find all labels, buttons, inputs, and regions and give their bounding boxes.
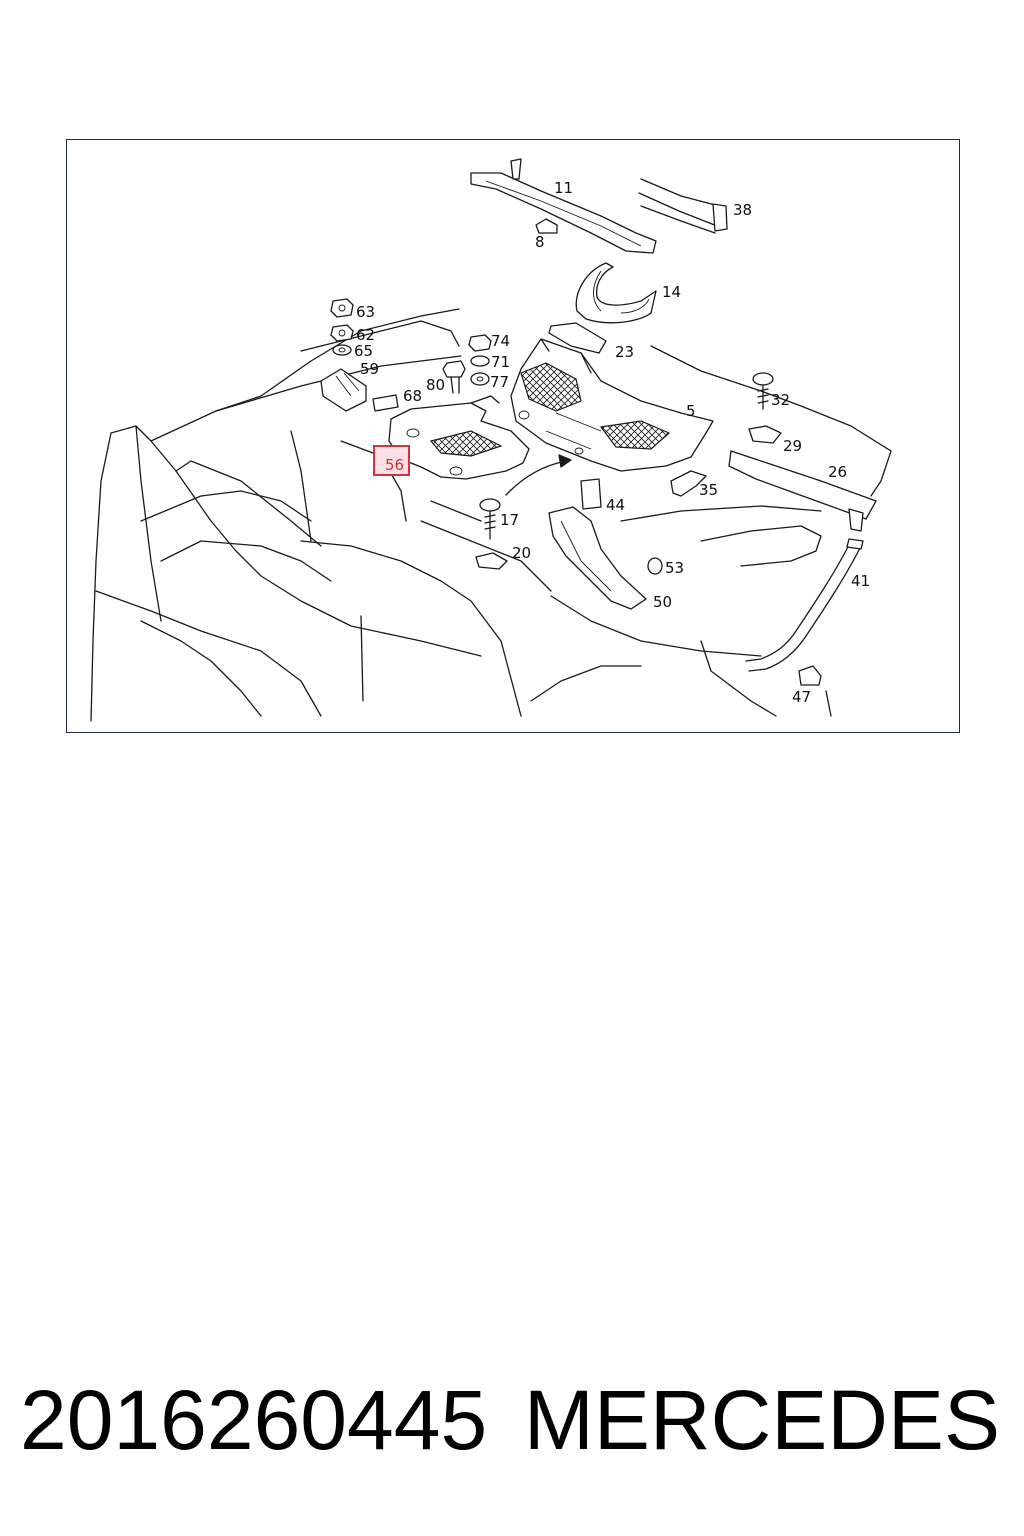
exploded-parts-diagram: 11 38 8 14 63 62 65 59 74 71 77 80 68 23… xyxy=(90,158,892,722)
part-8-clip xyxy=(535,218,558,234)
callout-35: 35 xyxy=(699,481,718,499)
callout-20: 20 xyxy=(512,544,531,562)
part-26-strip xyxy=(728,450,877,532)
callout-71: 71 xyxy=(491,353,510,371)
callout-labels: 11 38 8 14 63 62 65 59 74 71 77 80 68 23… xyxy=(354,179,870,706)
part-number: 2016260445 xyxy=(20,1373,488,1467)
callout-32: 32 xyxy=(771,391,790,409)
callout-11: 11 xyxy=(554,179,573,197)
callout-50: 50 xyxy=(653,593,672,611)
callout-38: 38 xyxy=(733,201,752,219)
part-41-hose xyxy=(745,538,864,672)
part-23-bracket xyxy=(548,322,607,354)
callout-59: 59 xyxy=(360,360,379,378)
callout-26: 26 xyxy=(828,463,847,481)
part-29-clip xyxy=(748,425,782,444)
part-14-curved-trim xyxy=(575,262,657,324)
callout-65: 65 xyxy=(354,342,373,360)
direction-arrow xyxy=(505,460,567,496)
callout-68: 68 xyxy=(403,387,422,405)
part-38-seal xyxy=(638,178,728,234)
footer: 2016260445 MERCEDES xyxy=(0,1370,1024,1480)
highlight-box xyxy=(373,445,410,476)
callout-23: 23 xyxy=(615,343,634,361)
part-59-bracket xyxy=(320,368,399,412)
part-17-screw xyxy=(479,498,501,540)
fastener-stack-left xyxy=(330,298,354,356)
part-32-screw xyxy=(752,372,774,410)
callout-8: 8 xyxy=(535,233,545,251)
callout-17: 17 xyxy=(500,511,519,529)
callout-77: 77 xyxy=(490,373,509,391)
highlighted-callout-56[interactable]: 56 xyxy=(373,445,410,476)
callout-62: 62 xyxy=(356,326,375,344)
brand-name: MERCEDES xyxy=(523,1373,1000,1467)
callout-29: 29 xyxy=(783,437,802,455)
callout-44: 44 xyxy=(606,496,625,514)
callout-63: 63 xyxy=(356,303,375,321)
fastener-stack-middle xyxy=(442,334,492,394)
callout-5: 5 xyxy=(686,402,696,420)
vehicle-body-outline xyxy=(90,308,892,722)
callout-41: 41 xyxy=(851,572,870,590)
part-47-clip xyxy=(798,665,822,686)
part-50-duct xyxy=(548,506,647,610)
part-53-grommet xyxy=(647,557,663,575)
part-11-cowl-strip xyxy=(470,158,657,254)
part-5-cowl-housing xyxy=(510,338,714,472)
callout-53: 53 xyxy=(665,559,684,577)
part-44-block xyxy=(580,478,602,510)
highlighted-part-label: 56 xyxy=(385,456,404,474)
diagram-frame: 11 38 8 14 63 62 65 59 74 71 77 80 68 23… xyxy=(66,139,960,733)
arrow-head xyxy=(558,454,572,468)
part-35-bracket xyxy=(670,470,707,497)
part-20-clip xyxy=(475,552,508,570)
callout-80: 80 xyxy=(426,376,445,394)
callout-47: 47 xyxy=(792,688,811,706)
callout-14: 14 xyxy=(662,283,681,301)
callout-74: 74 xyxy=(491,332,510,350)
